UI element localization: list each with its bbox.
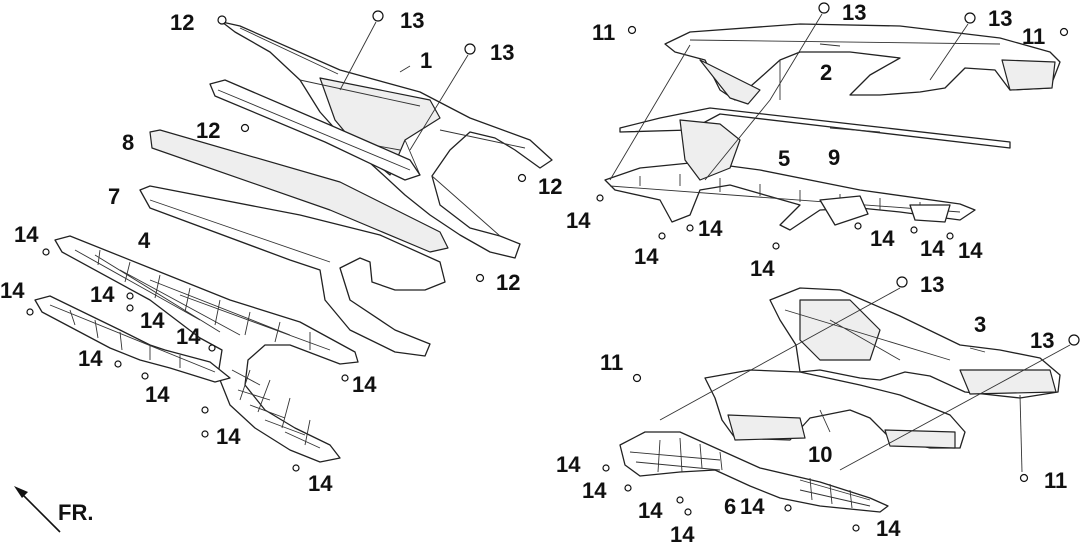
callout-13: 13	[988, 6, 1012, 31]
part-10-tray	[704, 369, 966, 449]
callout-6: 6	[724, 494, 736, 519]
lower-left-bracket	[34, 295, 231, 383]
callout-14: 14	[78, 346, 103, 371]
part-8-strip	[149, 129, 449, 253]
callout-14: 14	[140, 308, 165, 333]
callout-4: 4	[138, 228, 151, 253]
callout-14: 14	[920, 236, 945, 261]
callout-12: 12	[496, 270, 520, 295]
callout-14: 14	[750, 256, 775, 281]
callout-14: 14	[698, 216, 723, 241]
callout-1: 1	[420, 48, 432, 73]
callout-12: 12	[196, 118, 220, 143]
left-leader-lines	[339, 21, 469, 151]
callout-2: 2	[820, 60, 832, 85]
part-7-lower-cover	[139, 185, 446, 357]
part-3-lower-cover	[769, 287, 1061, 399]
right-top-leader-lines	[609, 13, 969, 181]
front-direction-label: FR.	[58, 500, 93, 525]
callout-3: 3	[974, 312, 986, 337]
callout-14: 14	[556, 452, 581, 477]
callout-14: 14	[638, 498, 663, 523]
callout-14: 14	[176, 324, 201, 349]
callout-13: 13	[842, 0, 866, 25]
callout-13: 13	[400, 8, 424, 33]
callout-14: 14	[90, 282, 115, 307]
callout-14: 14	[14, 222, 39, 247]
callout-5: 5	[778, 146, 790, 171]
callout-8: 8	[122, 130, 134, 155]
part-4-grid-guard	[54, 235, 359, 463]
frame-bracket	[209, 79, 421, 181]
right-top-fasteners	[596, 2, 1069, 250]
right-bottom-leader-lines	[659, 287, 1071, 473]
callout-14: 14	[216, 424, 241, 449]
callout-14: 14	[145, 382, 170, 407]
part-2-upper-cover	[664, 23, 1061, 105]
callout-14: 14	[670, 522, 695, 546]
left-fasteners	[26, 10, 527, 472]
front-direction-arrow	[14, 486, 61, 533]
part-1-rear-cover	[221, 21, 553, 259]
callout-14: 14	[582, 478, 607, 503]
callout-14: 14	[634, 244, 659, 269]
callout-10: 10	[808, 442, 832, 467]
callout-13: 13	[1030, 328, 1054, 353]
callout-14: 14	[566, 208, 591, 233]
callout-14: 14	[308, 471, 333, 496]
callout-14: 14	[870, 226, 895, 251]
part-9-thin-strip	[619, 107, 1011, 149]
part-6-grid-guard	[619, 431, 889, 513]
callout-14: 14	[958, 238, 983, 263]
callout-9: 9	[828, 145, 840, 170]
callout-14: 14	[740, 494, 765, 519]
callout-11: 11	[600, 350, 623, 375]
callout-7: 7	[108, 184, 120, 209]
callout-14: 14	[352, 372, 377, 397]
callout-labels: 12 13 1 13 12 8 12 7 12 14 4 14 14 14 14…	[0, 0, 1067, 546]
callout-11: 11	[1044, 468, 1067, 493]
callout-12: 12	[538, 174, 562, 199]
callout-11: 11	[592, 20, 615, 45]
part-5-side-rail	[604, 119, 976, 231]
callout-13: 13	[490, 40, 514, 65]
callout-12: 12	[170, 10, 194, 35]
right-bottom-fasteners	[602, 276, 1080, 532]
callout-14: 14	[876, 516, 901, 541]
callout-11: 11	[1022, 24, 1045, 49]
callout-13: 13	[920, 272, 944, 297]
callout-14: 14	[0, 278, 25, 303]
